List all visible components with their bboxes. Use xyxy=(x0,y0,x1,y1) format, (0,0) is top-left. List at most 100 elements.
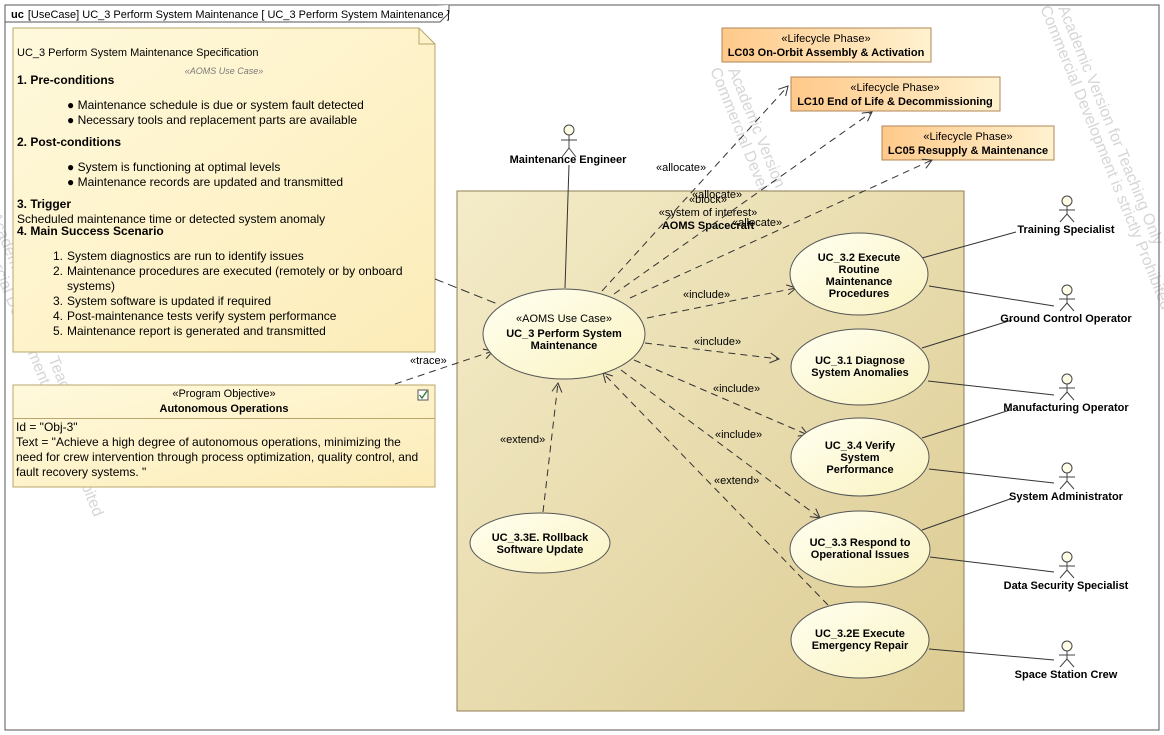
allocate-lc05-line[interactable] xyxy=(629,158,933,299)
actor-space-station-crew-icon[interactable] xyxy=(1059,640,1075,668)
label-include-2: «include» xyxy=(694,336,741,348)
main-use-case-name-1: UC_3 Perform System xyxy=(506,328,622,340)
check-mark-icon xyxy=(419,390,428,400)
actor-system-administrator-icon[interactable] xyxy=(1059,462,1075,490)
label-trace: «trace» xyxy=(410,355,447,367)
scenario-step: 2.Maintenance procedures are executed (r… xyxy=(53,264,403,293)
trigger-heading: 3. Trigger xyxy=(17,197,72,211)
boundary-name: AOMS Spacecraft xyxy=(662,220,755,232)
lifecycle-lc10-stereotype: «Lifecycle Phase» xyxy=(850,82,939,94)
lifecycle-lc05-name: LC05 Resupply & Maintenance xyxy=(888,145,1048,157)
objective-stereotype: «Program Objective» xyxy=(172,388,276,400)
extend-uc32e-line[interactable] xyxy=(602,372,829,606)
include-uc34-line[interactable] xyxy=(633,359,809,437)
scenario-step: 4.Post-maintenance tests verify system p… xyxy=(53,309,337,323)
uc32-line-4: Procedures xyxy=(829,288,890,300)
label-include-4: «include» xyxy=(715,429,762,441)
lifecycle-lc03-stereotype: «Lifecycle Phase» xyxy=(781,33,870,45)
main-use-case-name-2: Maintenance xyxy=(531,340,598,352)
use-case-uc34[interactable] xyxy=(790,417,930,497)
spec-note-title: UC_3 Perform System Maintenance Specific… xyxy=(17,47,259,59)
include-uc32-line[interactable] xyxy=(646,284,798,319)
label-extend-2: «extend» xyxy=(500,434,545,446)
actor-maintenance-engineer: Maintenance Engineer xyxy=(510,154,627,166)
frame-title-tab xyxy=(5,5,450,23)
requirement-checkbox-icon xyxy=(417,389,429,401)
actor-ground-control-operator: Ground Control Operator xyxy=(1000,313,1132,325)
uc33-line-2: Operational Issues xyxy=(811,549,909,561)
assoc-maintenance-engineer[interactable] xyxy=(564,164,570,289)
lifecycle-lc10-name: LC10 End of Life & Decommissioning xyxy=(797,96,993,108)
label-include-1: «include» xyxy=(683,289,730,301)
preconditions-heading: 1. Pre-conditions xyxy=(17,73,115,87)
uc33e-line-1: UC_3.3E. Rollback xyxy=(492,532,589,544)
include-uc31-line[interactable] xyxy=(644,342,781,364)
postcondition-item: ● System is functioning at optimal level… xyxy=(67,160,281,174)
assoc-system-administrator[interactable] xyxy=(928,468,1055,484)
scenario-step: 3.System software is updated if required xyxy=(53,294,272,308)
actor-system-administrator: System Administrator xyxy=(1009,491,1124,503)
lifecycle-lc10-box[interactable] xyxy=(790,76,1001,112)
uc31-line-1: UC_3.1 Diagnose xyxy=(815,355,905,367)
label-allocate-1: «allocate» xyxy=(656,162,706,174)
actor-maintenance-engineer-icon[interactable] xyxy=(561,124,577,158)
spec-note-stereotype: «AOMS Use Case» xyxy=(184,66,264,76)
assoc-manufacturing-operator[interactable] xyxy=(927,380,1055,396)
actor-training-specialist-icon[interactable] xyxy=(1059,195,1075,223)
scenario-list: 1.System diagnostics are run to identify… xyxy=(53,249,413,339)
label-allocate-2: «allocate» xyxy=(692,189,742,201)
assoc-manufacturing-operator-2[interactable] xyxy=(921,409,1011,439)
use-case-uc31[interactable] xyxy=(790,328,930,406)
scenario-step: 1.System diagnostics are run to identify… xyxy=(53,249,304,263)
uc33-line-1: UC_3.3 Respond to xyxy=(810,537,911,549)
assoc-data-security-specialist[interactable] xyxy=(929,556,1055,573)
label-allocate-3: «allocate» xyxy=(732,217,782,229)
include-uc33-line[interactable] xyxy=(620,369,821,519)
actor-ground-control-operator-icon[interactable] xyxy=(1059,284,1075,312)
program-objective: «Program Objective» Autonomous Operation… xyxy=(13,385,435,487)
assoc-system-administrator-2[interactable] xyxy=(921,498,1011,531)
spec-note-shape[interactable] xyxy=(12,27,436,353)
lifecycle-lc05-box[interactable] xyxy=(881,125,1055,161)
label-include-3: «include» xyxy=(713,383,760,395)
objective-text: Text = "Achieve a high degree of autonom… xyxy=(16,435,419,479)
allocate-lc10-line[interactable] xyxy=(613,111,873,295)
assoc-ground-control-operator[interactable] xyxy=(928,285,1055,307)
actor-training-specialist: Training Specialist xyxy=(1017,224,1115,236)
scenario-heading: 4. Main Success Scenario xyxy=(17,224,164,238)
objective-shape[interactable] xyxy=(12,384,436,488)
actor-manufacturing-operator: Manufacturing Operator xyxy=(1003,402,1129,414)
precondition-item: ● Maintenance schedule is due or system … xyxy=(67,98,364,112)
actor-data-security-specialist: Data Security Specialist xyxy=(1004,580,1129,592)
watermark-line-2: Commercial Development is strictly Prohi… xyxy=(1036,3,1164,312)
objective-name: Autonomous Operations xyxy=(159,403,289,415)
uc32e-line-2: Emergency Repair xyxy=(812,640,909,652)
lifecycle-lc03-box[interactable] xyxy=(721,27,932,63)
assoc-training-specialist[interactable] xyxy=(921,231,1017,259)
uc32e-line-1: UC_3.2E Execute xyxy=(815,628,905,640)
preconditions-list: ● Maintenance schedule is due or system … xyxy=(67,98,364,128)
actor-space-station-crew: Space Station Crew xyxy=(1015,669,1118,681)
uc32-line-1: UC_3.2 Execute xyxy=(818,252,901,264)
diagram-frame xyxy=(4,4,1160,731)
use-case-uc33e[interactable] xyxy=(469,512,611,574)
assoc-ground-control-operator-2[interactable] xyxy=(921,319,1013,349)
spec-note-anchor-line xyxy=(434,278,501,306)
extend-uc33e-line[interactable] xyxy=(542,381,563,513)
uc34-line-2: System xyxy=(840,452,879,464)
trigger-text: Scheduled maintenance time or detected s… xyxy=(17,212,326,226)
main-use-case[interactable] xyxy=(482,288,646,380)
lifecycle-lc03-name: LC03 On-Orbit Assembly & Activation xyxy=(728,47,925,59)
assoc-space-station-crew[interactable] xyxy=(928,648,1055,661)
actor-data-security-specialist-icon[interactable] xyxy=(1059,551,1075,579)
spec-note-fold xyxy=(418,28,435,45)
use-case-uc32e[interactable] xyxy=(790,601,930,679)
actor-manufacturing-operator-icon[interactable] xyxy=(1059,373,1075,401)
trace-line[interactable] xyxy=(394,348,494,385)
uc34-line-3: Performance xyxy=(826,464,893,476)
use-case-uc32[interactable] xyxy=(789,232,929,316)
allocate-lc03-line[interactable] xyxy=(601,85,789,292)
objective-id: Id = "Obj-3" xyxy=(16,420,78,434)
use-case-uc33[interactable] xyxy=(789,510,931,588)
postconditions-heading: 2. Post-conditions xyxy=(17,135,122,149)
